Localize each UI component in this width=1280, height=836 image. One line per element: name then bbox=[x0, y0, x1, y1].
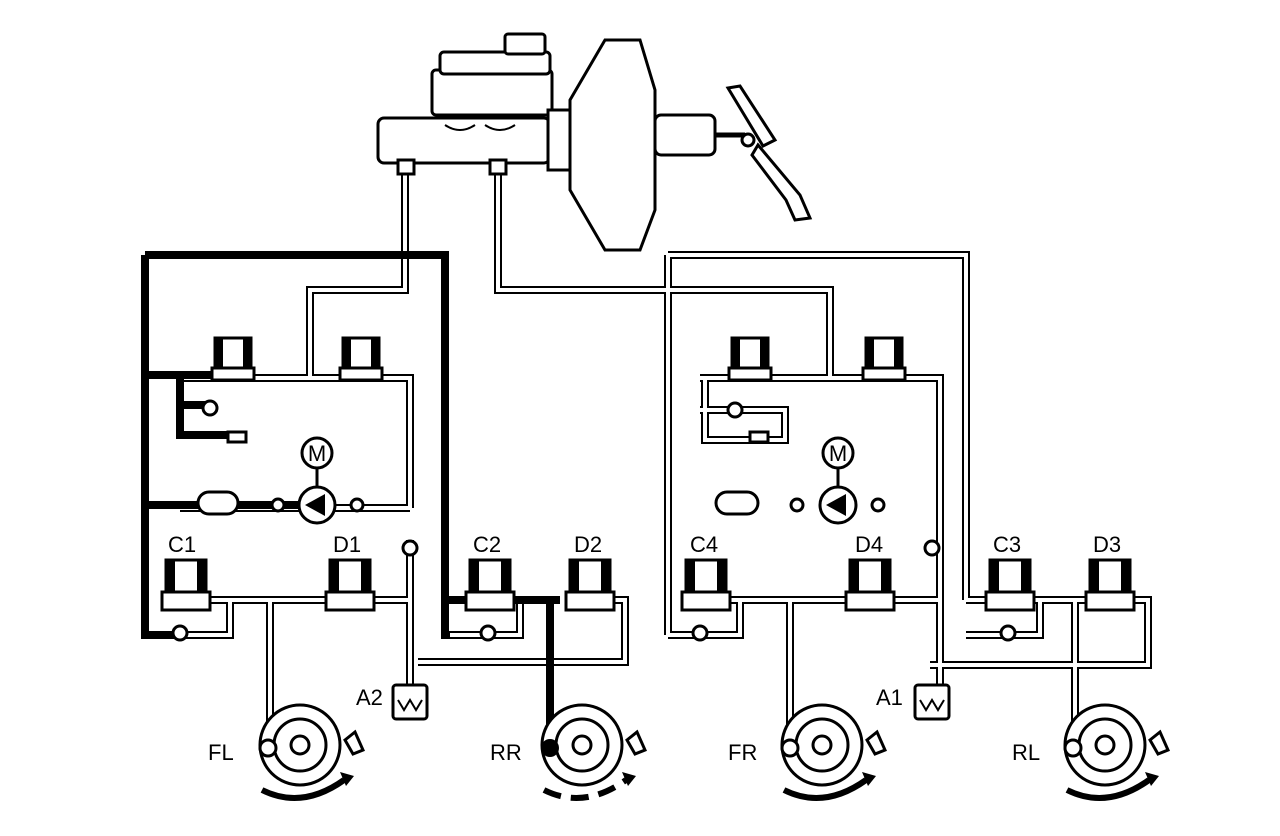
brake-lines bbox=[141, 170, 1152, 730]
outlet-valve-d3: D3 bbox=[1084, 532, 1136, 612]
accumulator-label: A2 bbox=[356, 685, 383, 710]
check-valve-icon bbox=[401, 539, 419, 557]
master-cylinder bbox=[376, 32, 572, 176]
valve-label: C2 bbox=[473, 532, 501, 557]
accumulator-a2: A2 bbox=[356, 683, 429, 721]
wheel-label: FR bbox=[728, 740, 757, 765]
valve-label: D2 bbox=[574, 532, 602, 557]
left-hydraulic-unit: M bbox=[196, 336, 419, 557]
check-valve-icon bbox=[270, 497, 286, 513]
check-valve-icon bbox=[870, 497, 886, 513]
solenoid-valve bbox=[210, 336, 256, 382]
wheel-label: FL bbox=[208, 740, 234, 765]
outlet-valve-d4: D4 bbox=[844, 532, 896, 612]
check-valve-icon bbox=[479, 624, 497, 642]
check-valve-icon bbox=[923, 539, 941, 557]
inlet-valve-c2: C2 bbox=[464, 532, 516, 612]
wheel-brake-rr: RR bbox=[490, 703, 648, 801]
brake-pedal bbox=[725, 84, 813, 222]
check-valve-icon bbox=[349, 497, 365, 513]
valve-label: D4 bbox=[855, 532, 883, 557]
restrictor-icon bbox=[748, 430, 770, 444]
restrictor-icon bbox=[226, 430, 248, 444]
wheel-valves: C1 D1 C2 D2 C4 D4 bbox=[160, 532, 1136, 642]
valve-label: C4 bbox=[690, 532, 718, 557]
solenoid-valve bbox=[861, 336, 907, 382]
check-valve-icon bbox=[789, 497, 805, 513]
accumulator-a1: A1 bbox=[876, 683, 951, 721]
inlet-valve-c4: C4 bbox=[680, 532, 732, 612]
check-valve-icon bbox=[726, 401, 744, 419]
damper-chamber bbox=[714, 490, 760, 516]
right-hydraulic-unit: M bbox=[714, 336, 941, 557]
solenoid-valve bbox=[727, 336, 773, 382]
damper-chamber bbox=[196, 490, 240, 516]
check-valve-icon bbox=[999, 624, 1017, 642]
check-valve-icon bbox=[171, 624, 189, 642]
valve-label: C1 bbox=[168, 532, 196, 557]
accumulator-label: A1 bbox=[876, 685, 903, 710]
wheel-brake-fl: FL bbox=[208, 703, 366, 801]
motor-label: M bbox=[829, 441, 847, 466]
check-valve-icon bbox=[201, 399, 219, 417]
check-valve-icon bbox=[691, 624, 709, 642]
valve-label: D1 bbox=[333, 532, 361, 557]
brake-booster bbox=[568, 38, 745, 252]
outlet-valve-d1: D1 bbox=[324, 532, 376, 612]
wheel-brake-rl: RL bbox=[1012, 703, 1171, 801]
inlet-valve-c3: C3 bbox=[984, 532, 1036, 612]
wheel-label: RL bbox=[1012, 740, 1040, 765]
motor-label: M bbox=[308, 441, 326, 466]
outlet-valve-d2: D2 bbox=[564, 532, 616, 612]
solenoid-valve bbox=[338, 336, 384, 382]
wheel-brake-fr: FR bbox=[728, 703, 888, 801]
wheel-label: RR bbox=[490, 740, 522, 765]
inlet-valve-c1: C1 bbox=[160, 532, 212, 612]
valve-label: D3 bbox=[1093, 532, 1121, 557]
valve-label: C3 bbox=[993, 532, 1021, 557]
